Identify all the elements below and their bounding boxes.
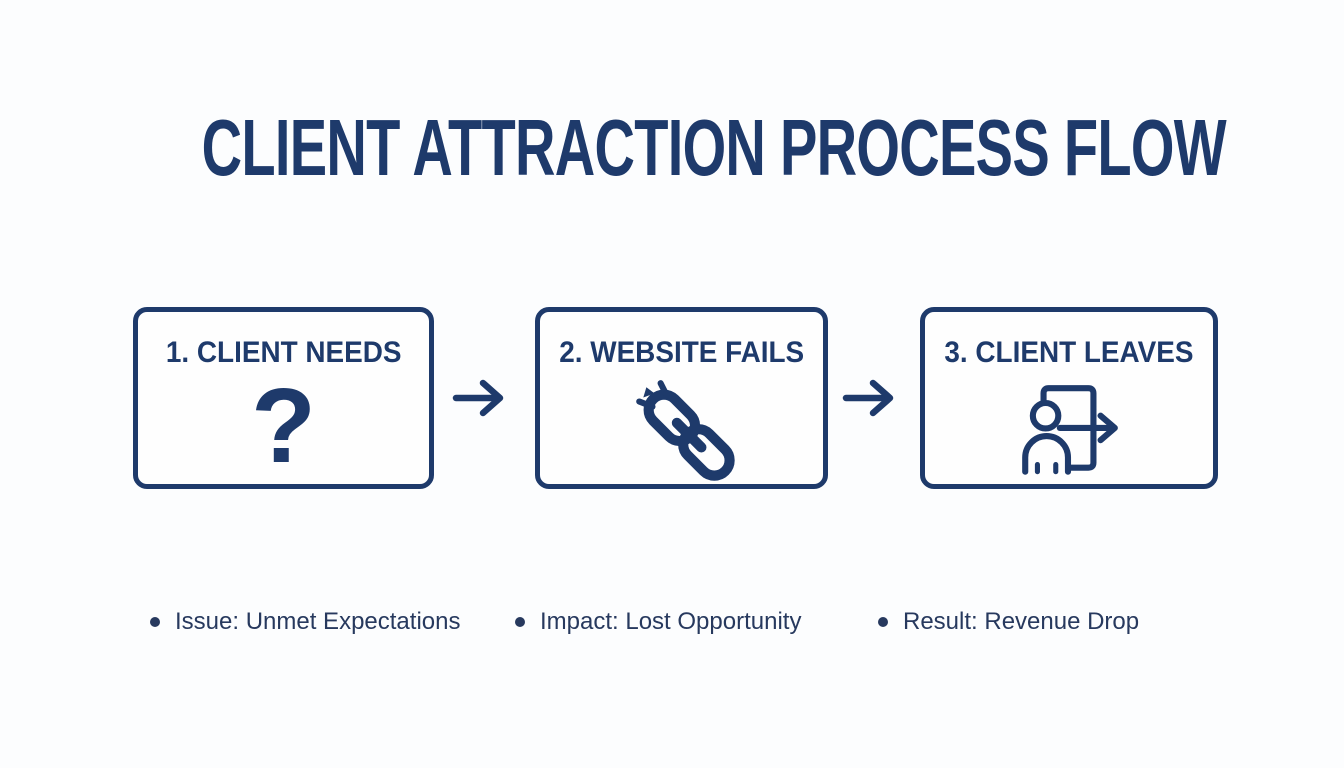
- note-item-issue: Issue: Unmet Expectations: [150, 608, 460, 636]
- person-exit-icon: [1013, 380, 1125, 487]
- bullet-dot: [878, 617, 888, 627]
- step-label: 2. WEBSITE FAILS: [559, 336, 804, 369]
- flow-arrow-icon: [452, 379, 504, 417]
- note-text: Issue: Unmet Expectations: [175, 608, 461, 635]
- bullet-dot: [515, 617, 525, 627]
- step-label: 3. CLIENT LEAVES: [944, 336, 1194, 369]
- question-mark-icon: ?: [251, 367, 316, 485]
- note-text: Result: Revenue Drop: [903, 608, 1140, 635]
- note-item-result: Result: Revenue Drop: [878, 608, 1139, 636]
- step-label: 1. CLIENT NEEDS: [165, 336, 402, 369]
- note-text: Impact: Lost Opportunity: [540, 608, 802, 635]
- flow-arrow-icon: [842, 379, 894, 417]
- bullet-dot: [150, 617, 160, 627]
- step-box-client-needs: 1. CLIENT NEEDS ?: [133, 307, 434, 489]
- step-box-website-fails: 2. WEBSITE FAILS: [535, 307, 828, 489]
- page-title: CLIENT ATTRACTION PROCESS FLOW: [201, 103, 1227, 192]
- broken-link-icon: [626, 372, 738, 489]
- step-box-client-leaves: 3. CLIENT LEAVES: [920, 307, 1218, 489]
- note-item-impact: Impact: Lost Opportunity: [515, 608, 801, 636]
